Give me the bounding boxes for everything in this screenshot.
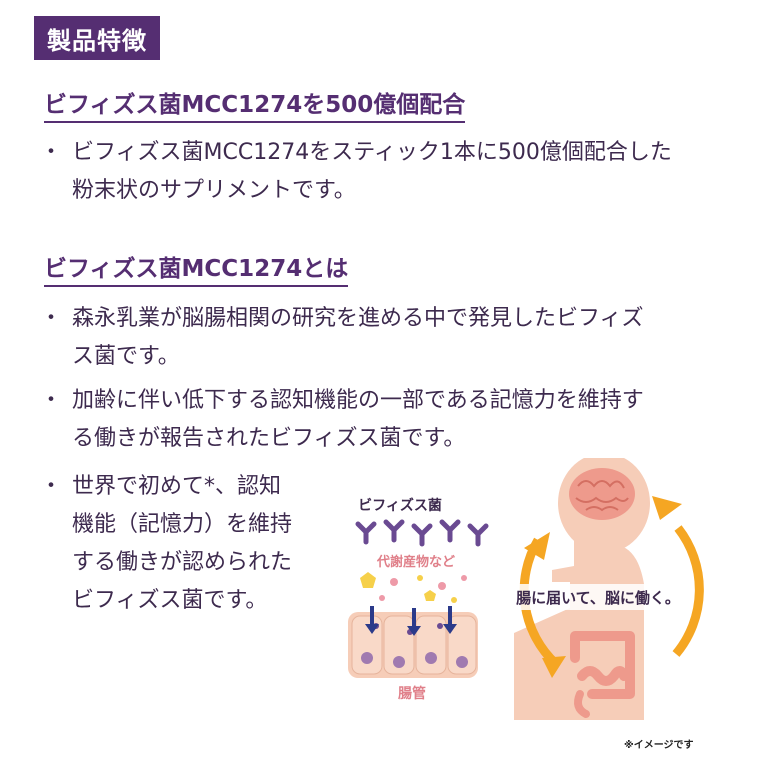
intestinal-cells-icon xyxy=(348,612,478,678)
bullet-line: 加齢に伴い低下する認知機能の一部である記憶力を維持す xyxy=(72,388,644,413)
bifidobacteria-icon xyxy=(355,519,489,547)
gut-brain-illustration: 腸に届いて、脳に働く。 ビフィズス菌 代謝産物など 腸管 xyxy=(348,458,704,720)
bullet-line: 機能（記憶力）を維持 xyxy=(72,512,293,537)
image-note: ※イメージです xyxy=(624,740,694,751)
section-heading-about: ビフィズス菌MCC1274とは xyxy=(44,254,349,287)
intestine-label: 腸管 xyxy=(398,685,426,702)
section-heading-dose: ビフィズス菌MCC1274を500億個配合 xyxy=(44,90,466,123)
metabolite-icon xyxy=(360,572,467,603)
bullet-line: 世界で初めて*、認知 xyxy=(72,474,282,499)
bullet-dose: ・ ビフィズス菌MCC1274をスティック1本に500億個配合した 粉末状のサプ… xyxy=(40,134,672,210)
bullet-memory: ・ 加齢に伴い低下する認知機能の一部である記憶力を維持す る働きが報告されたビフ… xyxy=(40,382,644,458)
bullet-mark: ・ xyxy=(40,306,63,331)
bullet-line: 粉末状のサプリメントです。 xyxy=(72,178,356,203)
bullet-line: ス菌です。 xyxy=(72,344,180,369)
brain-icon xyxy=(569,468,635,520)
bullet-line: する働きが認められた xyxy=(72,550,293,575)
bullet-line: ビフィズス菌です。 xyxy=(72,588,268,613)
metabolite-label: 代謝産物など xyxy=(376,554,455,570)
circular-arrow-icon xyxy=(519,496,704,678)
bullet-world-first: ・ 世界で初めて*、認知 機能（記憶力）を維持 する働きが認められた ビフィズス… xyxy=(40,468,292,620)
bullet-discovery: ・ 森永乳業が脳腸相関の研究を進める中で発見したビフィズ ス菌です。 xyxy=(40,300,644,376)
product-features-tag: 製品特徴 xyxy=(34,16,160,60)
bullet-mark: ・ xyxy=(40,388,63,413)
bacteria-label: ビフィズス菌 xyxy=(358,497,442,514)
bullet-line: ビフィズス菌MCC1274をスティック1本に500億個配合した xyxy=(72,140,672,165)
bullet-mark: ・ xyxy=(40,474,63,499)
bullet-line: 森永乳業が脳腸相関の研究を進める中で発見したビフィズ xyxy=(72,306,644,331)
down-arrow-icon xyxy=(365,606,457,636)
intestine-icon xyxy=(570,631,635,718)
bullet-line: る働きが報告されたビフィズス菌です。 xyxy=(72,426,466,451)
bullet-mark: ・ xyxy=(40,140,63,165)
gut-brain-caption: 腸に届いて、脳に働く。 xyxy=(516,589,680,607)
